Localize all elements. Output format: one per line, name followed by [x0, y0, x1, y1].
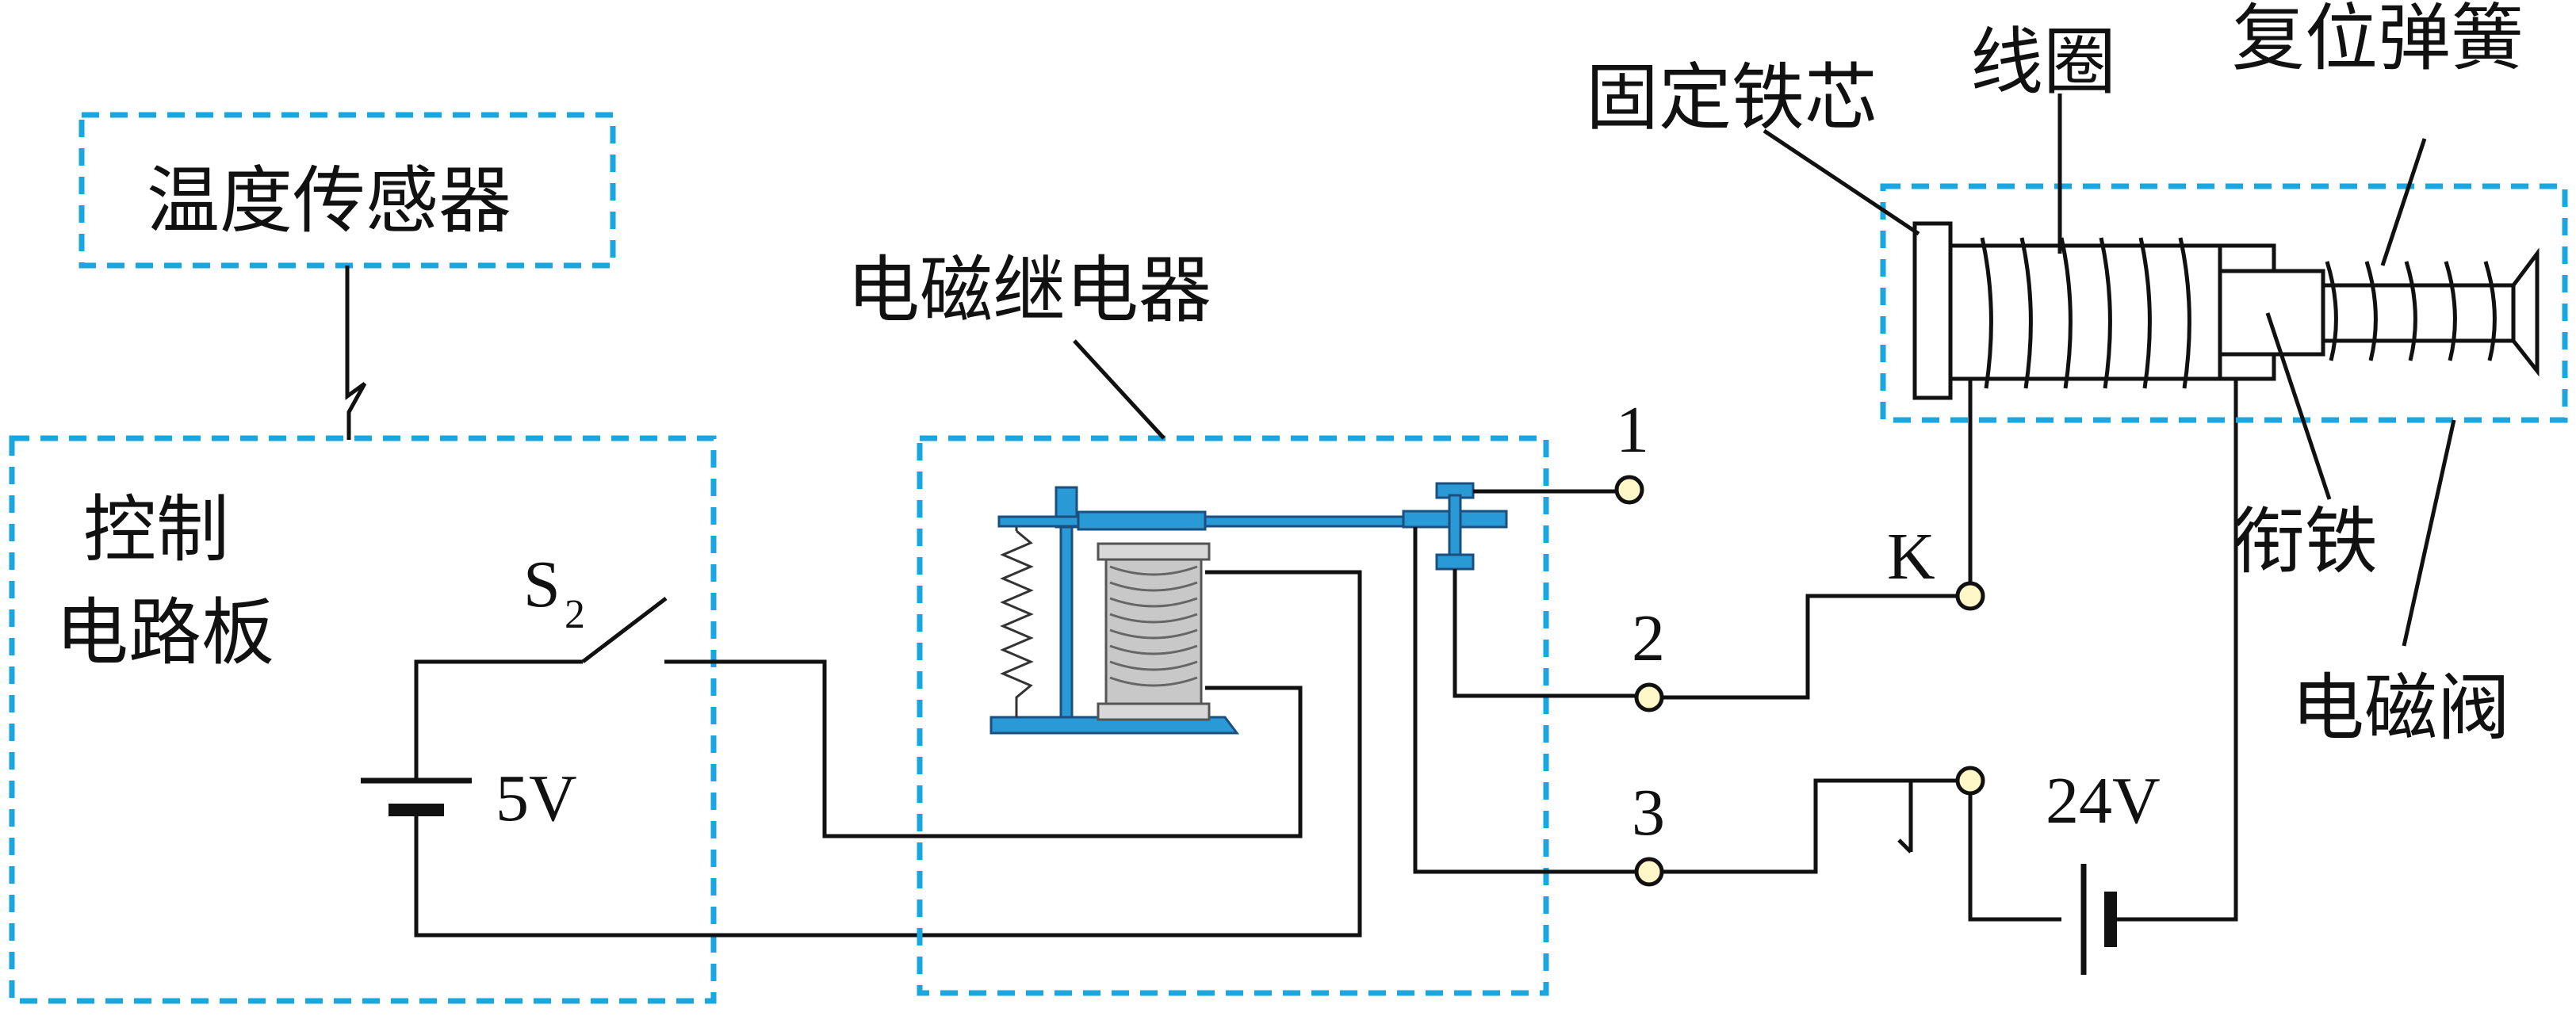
armature-stem: [2321, 283, 2516, 343]
solenoid-valve-internals: [1912, 221, 2540, 400]
relay-coil-wire: [664, 659, 1303, 838]
fixed-core-plate: [1912, 221, 1953, 400]
battery-5v-label: 5V: [496, 762, 577, 835]
wire-2-to-k: [1661, 594, 1958, 700]
coil-label: 线圈: [1970, 20, 2116, 105]
return-spring-label: 复位弹簧: [2232, 0, 2524, 81]
fixed-core-leader: [1763, 128, 1920, 236]
terminal-1-label: 1: [1616, 393, 1649, 467]
control-loop-wire: [414, 570, 1362, 938]
valve-plug: [2511, 247, 2540, 377]
relay-mechanism: [989, 482, 1508, 735]
wire-3-to-valve: [1661, 778, 1958, 874]
control-board-box: [9, 435, 717, 1004]
wire-terminal-3: [1413, 527, 1645, 874]
control-board-label-1: 控制: [83, 487, 229, 572]
relay-coil-windings: [1109, 565, 1198, 687]
battery-24v-label: 24V: [2046, 764, 2161, 838]
terminal-2: [1634, 682, 1664, 712]
relay-box: [917, 435, 1549, 996]
wire-terminal-2: [1453, 569, 1645, 698]
valve-leader-line: [2402, 419, 2456, 647]
wire-24v-to-coil: [2117, 372, 2238, 922]
control-board-label-2: 电路板: [56, 590, 274, 675]
relay-contact-lower: [1435, 553, 1475, 571]
switch-s2-blade: [581, 597, 668, 663]
wire-to-24v: [1968, 793, 2061, 922]
solenoid-valve-box: [1880, 183, 2568, 423]
armature-bar: [2218, 269, 2325, 357]
terminal-k-label: K: [1887, 520, 1935, 594]
battery-top-wire: [414, 659, 583, 781]
coil-windings: [1980, 237, 2191, 389]
temp-sensor-label: 温度传感器: [147, 159, 511, 243]
fixed-core-label: 固定铁芯: [1586, 55, 1877, 140]
terminal-valve-lower: [1955, 766, 1985, 796]
svg-text:S: S: [523, 548, 561, 621]
relay-coil-body: [1104, 547, 1203, 716]
relay-label: 电磁继电器: [847, 248, 1211, 333]
relay-post: [1059, 518, 1074, 719]
terminal-k: [1955, 581, 1985, 611]
svg-text:2: 2: [565, 592, 585, 637]
solenoid-valve-label: 电磁阀: [2291, 666, 2510, 751]
relay-leader-line: [1073, 339, 1166, 440]
return-spring-leader: [2380, 138, 2427, 266]
relay-spring: [1000, 529, 1034, 717]
terminal-3: [1634, 857, 1664, 887]
armature-leader: [2265, 312, 2332, 500]
switch-s2-label: S 2: [523, 548, 585, 637]
sensor-link-wire: [345, 265, 367, 440]
terminal-2-label: 2: [1632, 602, 1665, 675]
terminal-1: [1614, 475, 1644, 505]
return-spring-coils: [2325, 261, 2497, 361]
terminal-3-label: 3: [1632, 776, 1665, 850]
armature-label: 衔铁: [2232, 499, 2378, 584]
